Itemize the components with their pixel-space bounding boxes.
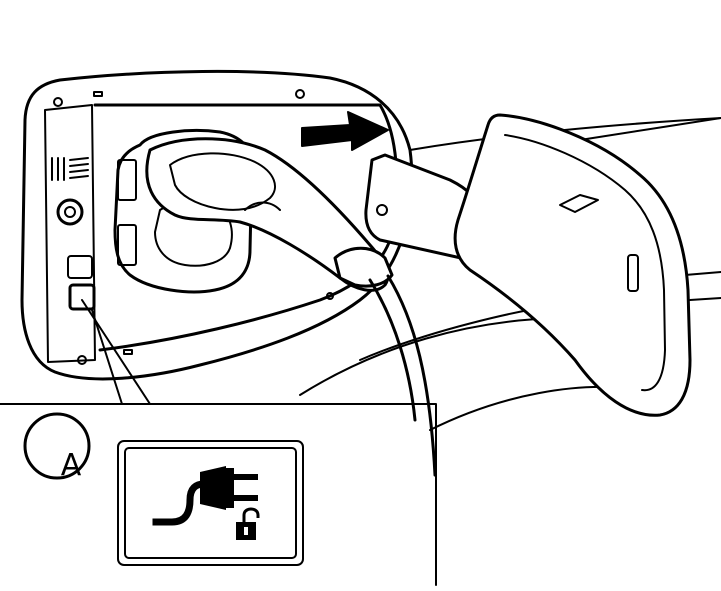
charging-connector xyxy=(145,137,437,477)
callout-letter: A xyxy=(60,448,82,483)
callout-leader xyxy=(81,299,151,405)
port-lid-lock-knob xyxy=(56,198,84,226)
callout-frame xyxy=(0,403,437,586)
charge-indicator-lights xyxy=(51,157,89,181)
callout-panel xyxy=(117,440,304,566)
charge-connector-unlock-icon xyxy=(152,466,260,540)
open-direction-arrow xyxy=(301,111,389,151)
open-charge-port-lid xyxy=(301,111,692,417)
side-panel-buttons xyxy=(67,255,96,311)
callout-letter-circle xyxy=(23,412,91,480)
